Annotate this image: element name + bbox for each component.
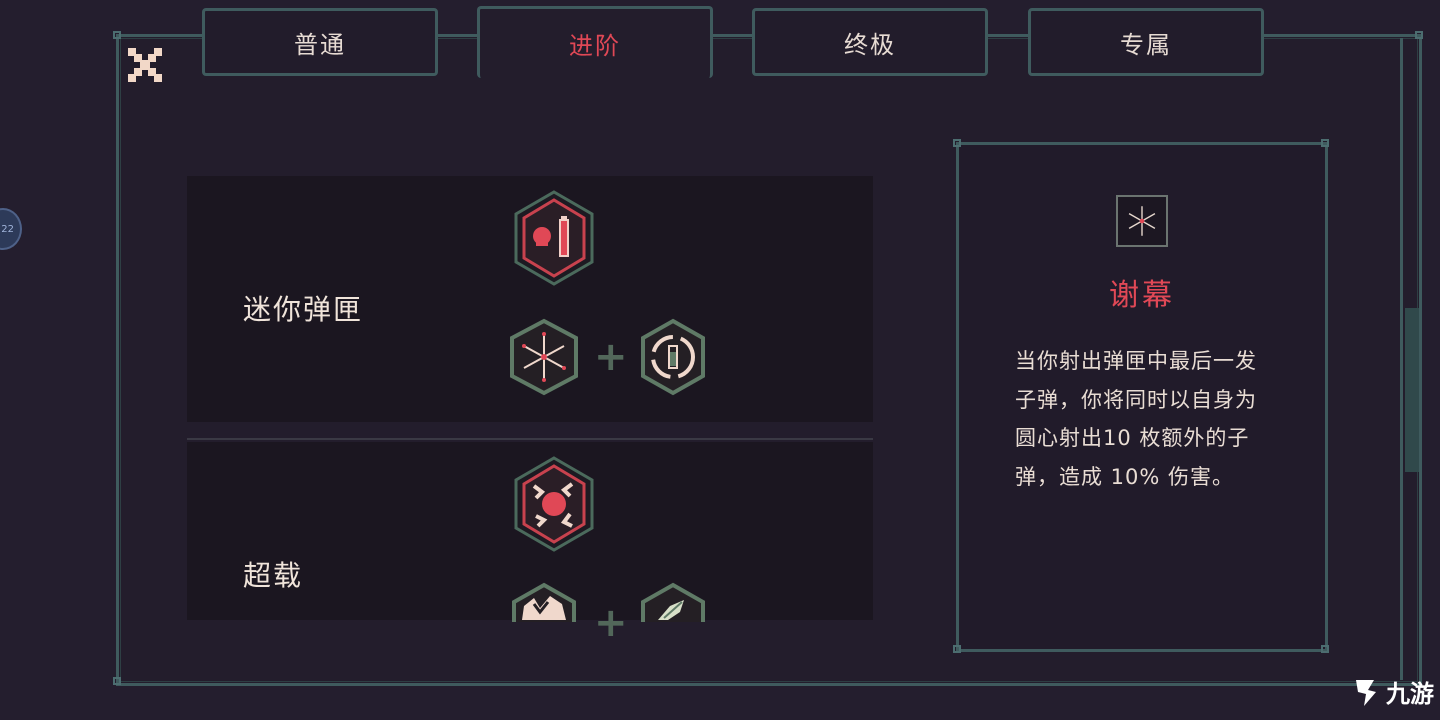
detail-title: 谢幕 (1109, 278, 1175, 313)
recipe-name: 迷你弹匣 (243, 293, 364, 326)
finale-icon (1116, 195, 1168, 247)
mini-magazine-icon[interactable] (514, 190, 594, 286)
corner-decoration (113, 31, 121, 39)
side-badge[interactable]: 22 (0, 208, 22, 250)
plus-icon: + (594, 334, 628, 380)
tab-label: 专属 (1120, 30, 1172, 59)
corner-decoration (113, 677, 121, 685)
tab-label: 普通 (294, 30, 346, 59)
tab-ultimate[interactable]: 终极 (752, 8, 988, 76)
tab-label: 进阶 (569, 32, 621, 60)
plus-icon: + (594, 600, 628, 646)
corner-decoration (953, 645, 961, 653)
tab-connector (712, 34, 754, 37)
tab-connector (437, 34, 477, 37)
close-icon[interactable] (128, 48, 162, 82)
corner-decoration (1321, 139, 1329, 147)
corner-decoration (1415, 31, 1423, 39)
corner-decoration (953, 139, 961, 147)
recipe-name: 超载 (243, 559, 304, 592)
reload-bullet-icon[interactable] (640, 318, 706, 396)
overload-icon[interactable] (514, 456, 594, 552)
scrollbar-track[interactable] (1400, 38, 1422, 680)
tab-exclusive[interactable]: 专属 (1028, 8, 1264, 76)
tab-advanced[interactable]: 进阶 (477, 6, 713, 78)
tab-connector (1264, 34, 1404, 37)
detail-description: 当你射出弹匣中最后一发子弹，你将同时以自身为圆心射出10 枚额外的子弹，造成 1… (1015, 349, 1257, 489)
row-divider (187, 438, 873, 440)
tab-connector (988, 34, 1030, 37)
finale-icon[interactable] (508, 318, 580, 396)
cracked-icon[interactable] (510, 582, 578, 622)
tab-normal[interactable]: 普通 (202, 8, 438, 76)
tab-label: 终极 (844, 30, 896, 59)
watermark-logo-icon (1356, 679, 1376, 706)
corner-decoration (1321, 645, 1329, 653)
leaf-icon[interactable] (640, 582, 706, 622)
scrollbar-thumb[interactable] (1405, 308, 1419, 472)
watermark: 九游 (1350, 674, 1434, 709)
